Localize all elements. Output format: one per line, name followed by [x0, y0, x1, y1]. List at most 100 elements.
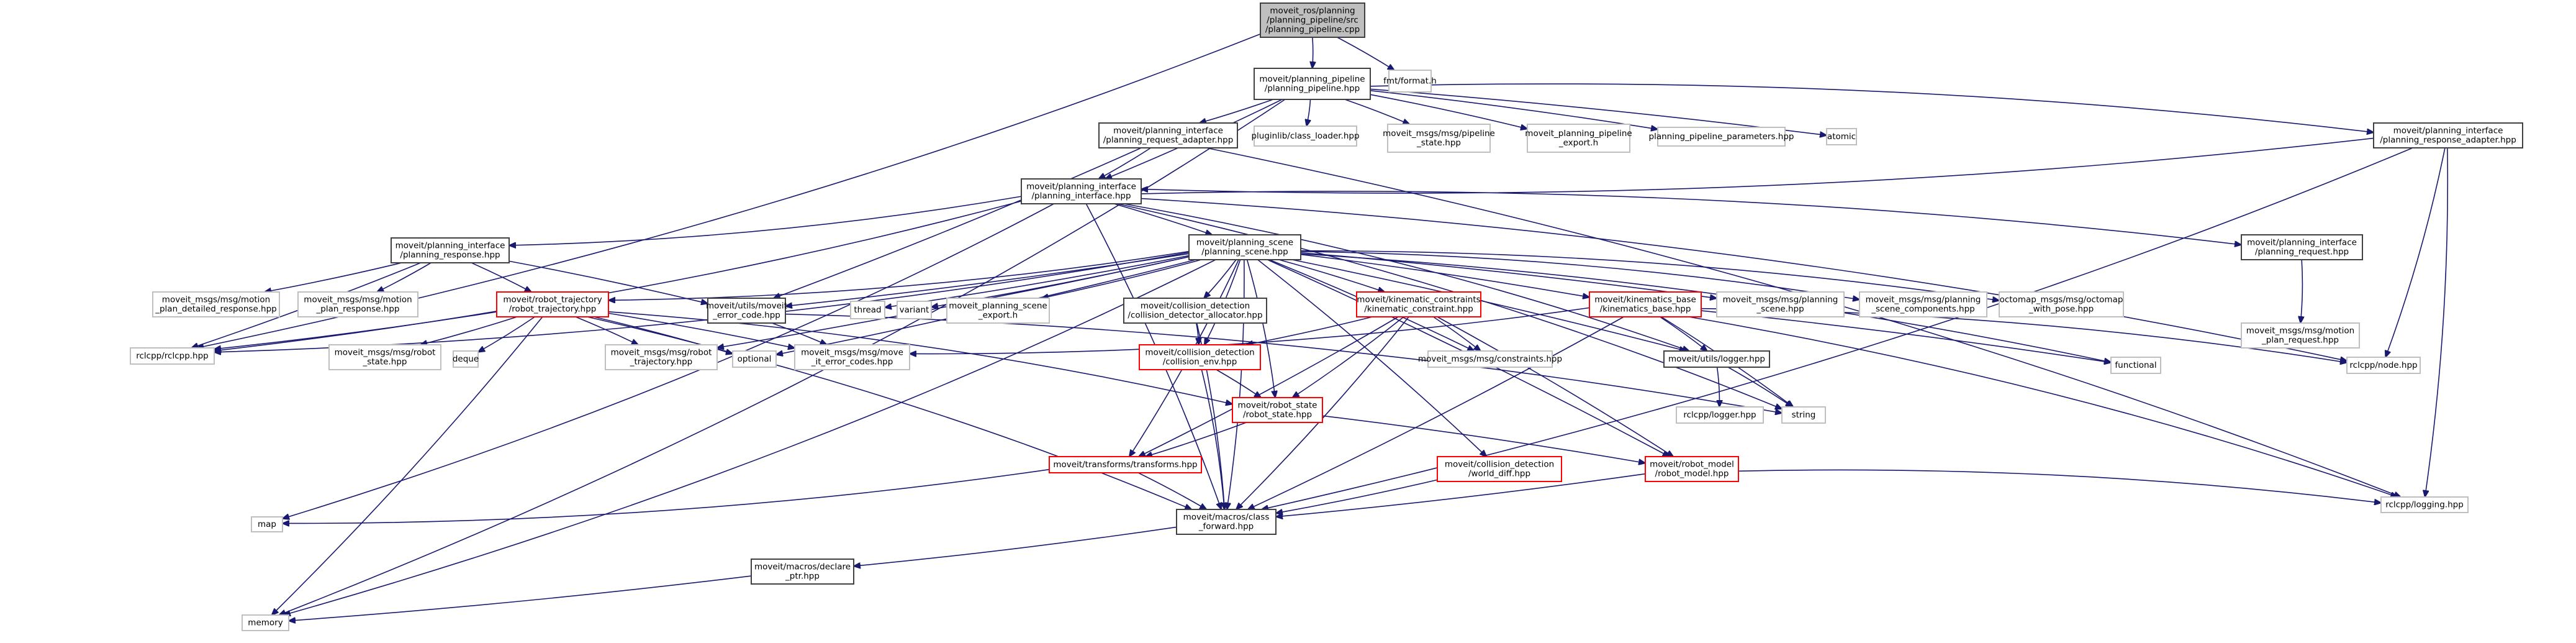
- node-box: [751, 559, 854, 585]
- node-robot-state[interactable]: moveit/robot_state/robot_state.hpp: [1232, 397, 1323, 423]
- node-map[interactable]: map: [251, 516, 283, 532]
- node-ps-msg[interactable]: moveit_msgs/msg/planning_scene.hpp: [1716, 291, 1845, 317]
- node-label: /planning_request_adapter.hpp: [1103, 135, 1234, 145]
- node-label: moveit/collision_detection: [1141, 301, 1250, 311]
- node-label: /planning_interface.hpp: [1031, 191, 1131, 201]
- node-resp-adapter[interactable]: moveit/planning_interface/planning_respo…: [2373, 122, 2523, 148]
- edge-resp-adapter-to-pi-hpp: [1141, 137, 2374, 194]
- node-variant[interactable]: variant: [897, 301, 932, 319]
- edge-ps-hpp-to-functional: [1300, 253, 2111, 363]
- node-pipeline-state[interactable]: moveit_msgs/msg/pipeline_state.hpp: [1383, 124, 1495, 153]
- node-box: [1254, 68, 1371, 100]
- edge-kin-base-to-class-fwd: [1248, 316, 1624, 509]
- node-rs-msg[interactable]: moveit_msgs/msg/robot_state.hpp: [328, 344, 441, 370]
- node-transforms[interactable]: moveit/transforms/transforms.hpp: [1049, 456, 1202, 473]
- node-label: moveit/robot_model: [1650, 460, 1734, 470]
- node-logger[interactable]: moveit/utils/logger.hpp: [1663, 350, 1770, 368]
- node-label: _scene_components.hpp: [1871, 304, 1975, 314]
- node-box: [1254, 125, 1357, 147]
- edge-pi-hpp-to-rclcpp: [214, 200, 1022, 349]
- node-box: [1123, 298, 1267, 324]
- node-root[interactable]: moveit_ros/planning/planning_pipeline/sr…: [1260, 2, 1365, 38]
- node-label: rclcpp/logging.hpp: [2385, 500, 2464, 510]
- node-constr-msg[interactable]: moveit_msgs/msg/constraints.hpp: [1418, 350, 1562, 368]
- node-label: memory: [248, 618, 282, 628]
- node-kin-constr[interactable]: moveit/kinematic_constraints/kinematic_c…: [1356, 291, 1481, 317]
- edge-err-code-to-string: [785, 313, 1782, 413]
- node-label: moveit/planning_interface: [1026, 182, 1136, 192]
- node-ps-export[interactable]: moveit_planning_scene_export.h: [946, 298, 1050, 324]
- node-req-adapter[interactable]: moveit/planning_interface/planning_reque…: [1098, 122, 1238, 148]
- node-label: moveit/planning_interface: [2393, 126, 2503, 136]
- node-ps-hpp[interactable]: moveit/planning_scene/planning_scene.hpp: [1188, 234, 1301, 260]
- node-pi-hpp[interactable]: moveit/planning_interface/planning_inter…: [1021, 178, 1142, 204]
- node-box: [1676, 406, 1764, 424]
- node-label: moveit/collision_detection: [1145, 348, 1254, 358]
- node-box: [2380, 496, 2469, 513]
- node-world-diff[interactable]: moveit/collision_detection/world_diff.hp…: [1437, 456, 1562, 482]
- node-label: moveit/planning_interface: [395, 241, 505, 251]
- node-preq-hpp[interactable]: moveit/planning_interface/planning_reque…: [2241, 234, 2363, 260]
- node-optional[interactable]: optional: [732, 350, 777, 368]
- node-label: rclcpp/node.hpp: [2349, 360, 2417, 370]
- node-box: [328, 344, 441, 370]
- node-label: _trajectory.hpp: [630, 357, 693, 367]
- node-box: [1139, 344, 1261, 370]
- node-cd-alloc[interactable]: moveit/collision_detection/collision_det…: [1123, 298, 1267, 324]
- node-label: planning_pipeline_parameters.hpp: [1649, 132, 1794, 142]
- edge-robot-traj-to-rclcpp: [214, 311, 497, 351]
- node-mp-response[interactable]: moveit_msgs/msg/motion_plan_response.hpp: [297, 291, 418, 317]
- node-thread[interactable]: thread: [850, 301, 885, 319]
- node-label: moveit_msgs/msg/pipeline: [1383, 129, 1495, 139]
- node-deque[interactable]: deque: [453, 350, 479, 368]
- node-label: rclcpp/rclcpp.hpp: [136, 351, 209, 361]
- node-err-code[interactable]: moveit/utils/moveit_error_code.hpp: [706, 298, 787, 324]
- node-box: [2241, 322, 2360, 349]
- node-label: moveit/transforms/transforms.hpp: [1053, 460, 1197, 470]
- node-fmt[interactable]: fmt/format.h: [1383, 70, 1437, 93]
- node-box: [707, 298, 786, 324]
- node-err-codes-msg[interactable]: moveit_msgs/msg/move_it_error_codes.hpp: [794, 344, 910, 370]
- node-label: _scene.hpp: [1756, 304, 1804, 314]
- edge-robot-traj-to-class-fwd: [587, 316, 1191, 509]
- node-octomap[interactable]: octomap_msgs/msg/octomap_with_pose.hpp: [1999, 291, 2124, 317]
- node-pp-export[interactable]: moveit_planning_pipeline_export.h: [1525, 124, 1632, 153]
- node-pp-hpp[interactable]: moveit/planning_pipeline/planning_pipeli…: [1254, 68, 1371, 100]
- node-label: moveit_msgs/msg/motion: [162, 295, 270, 305]
- node-declare-ptr[interactable]: moveit/macros/declare_ptr.hpp: [751, 559, 854, 585]
- node-label: octomap_msgs/msg/octomap: [2000, 295, 2123, 305]
- node-logging[interactable]: rclcpp/logging.hpp: [2380, 496, 2469, 513]
- node-rclcpp-logger[interactable]: rclcpp/logger.hpp: [1676, 406, 1764, 424]
- node-ps-comp[interactable]: moveit_msgs/msg/planning_scene_component…: [1859, 291, 1987, 317]
- node-class-fwd[interactable]: moveit/macros/class_forward.hpp: [1176, 509, 1277, 535]
- node-label: /robot_state.hpp: [1243, 410, 1312, 420]
- node-string[interactable]: string: [1781, 406, 1826, 424]
- node-rclcpp[interactable]: rclcpp/rclcpp.hpp: [130, 347, 215, 365]
- node-label: _forward.hpp: [1198, 522, 1254, 532]
- node-atomic[interactable]: atomic: [1826, 128, 1857, 145]
- node-label: _export.h: [978, 311, 1018, 321]
- edge-class-fwd-to-declare-ptr: [854, 526, 1177, 566]
- node-box: [1716, 291, 1845, 317]
- node-pluginlib[interactable]: pluginlib/class_loader.hpp: [1251, 125, 1360, 147]
- edge-robot-traj-to-err-codes-msg: [608, 312, 795, 348]
- edge-layer: [191, 34, 2449, 621]
- edge-pr-hpp-to-mp-detailed: [264, 262, 402, 292]
- node-coll-env[interactable]: moveit/collision_detection/collision_env…: [1139, 344, 1261, 370]
- node-kin-base[interactable]: moveit/kinematics_base/kinematics_base.h…: [1589, 291, 1702, 317]
- node-node[interactable]: rclcpp/node.hpp: [2346, 357, 2421, 374]
- node-label: deque: [453, 354, 479, 364]
- edge-transforms-to-map: [282, 468, 1050, 524]
- node-mp-request[interactable]: moveit_msgs/msg/motion_plan_request.hpp: [2241, 322, 2360, 349]
- node-pp-params[interactable]: planning_pipeline_parameters.hpp: [1649, 127, 1794, 147]
- node-functional[interactable]: functional: [2110, 357, 2161, 374]
- node-memory[interactable]: memory: [242, 614, 289, 631]
- node-pr-hpp[interactable]: moveit/planning_interface/planning_respo…: [391, 237, 510, 263]
- edge-logger-to-rclcpp-logger: [1717, 367, 1720, 407]
- edge-resp-adapter-to-logging: [2425, 147, 2449, 497]
- node-label: moveit_msgs/msg/motion: [304, 295, 412, 305]
- node-robot-model[interactable]: moveit/robot_model/robot_model.hpp: [1645, 456, 1739, 482]
- node-mp-detailed[interactable]: moveit_msgs/msg/motion_plan_detailed_res…: [152, 291, 280, 317]
- node-rt-msg[interactable]: moveit_msgs/msg/robot_trajectory.hpp: [605, 344, 718, 370]
- node-robot-traj[interactable]: moveit/robot_trajectory/robot_trajectory…: [496, 291, 609, 317]
